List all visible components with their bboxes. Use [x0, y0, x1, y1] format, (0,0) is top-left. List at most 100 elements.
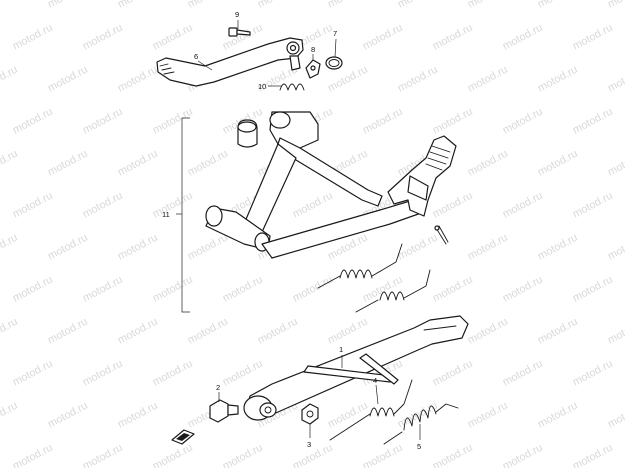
side-stand-spring-part-4[interactable] [329, 379, 413, 441]
watermark-text: motod.ru [46, 316, 90, 347]
leader-lines [197, 20, 421, 440]
nut-part-3[interactable] [301, 403, 319, 425]
callout-2: 2 [216, 383, 220, 392]
front-direction-arrow-icon [171, 429, 195, 445]
watermark-text: motod.ru [536, 64, 580, 95]
watermark-text: motod.ru [466, 0, 510, 11]
watermark-text: motod.ru [151, 22, 195, 53]
watermark-text: motod.ru [431, 106, 475, 137]
watermark-text: motod.ru [0, 400, 20, 431]
watermark-text: motod.ru [536, 316, 580, 347]
watermark-text: motod.ru [221, 442, 265, 468]
assembly-bracket-11 [176, 117, 190, 313]
stand-spring-upper[interactable] [317, 243, 403, 289]
watermark-text: motod.ru [571, 274, 615, 305]
watermark-text: motod.ru [0, 316, 20, 347]
watermark-text: motod.ru [256, 316, 300, 347]
callout-3: 3 [307, 440, 311, 449]
watermark-text: motod.ru [396, 400, 440, 431]
watermark-text: motod.ru [46, 148, 90, 179]
watermark-text: motod.ru [116, 400, 160, 431]
side-stand-part-1[interactable] [243, 315, 469, 421]
ring-part-7[interactable] [325, 56, 343, 70]
watermark-text: motod.ru [186, 148, 230, 179]
watermark-text: motod.ru [81, 22, 125, 53]
watermark-text: motod.ru [536, 148, 580, 179]
watermark-text: motod.ru [0, 0, 20, 11]
watermark-text: motod.ru [501, 190, 545, 221]
watermark-text: motod.ru [0, 232, 20, 263]
watermark-text: motod.ru [501, 22, 545, 53]
watermark-text: motod.ru [466, 64, 510, 95]
watermark-text: motod.ru [396, 232, 440, 263]
watermark-text: motod.ru [466, 232, 510, 263]
watermark-text: motod.ru [116, 148, 160, 179]
watermark-text: motod.ru [186, 232, 230, 263]
callout-4: 4 [373, 376, 377, 385]
watermark-text: motod.ru [81, 358, 125, 389]
watermark-text: motod.ru [151, 190, 195, 221]
watermark-text: motod.ru [291, 274, 335, 305]
watermark-text: motod.ru [291, 442, 335, 468]
spring-part-10[interactable] [279, 83, 305, 91]
watermark-text: motod.ru [606, 316, 625, 347]
callout-9: 9 [235, 10, 239, 19]
clip-part-8[interactable] [305, 59, 321, 79]
watermark-text: motod.ru [221, 274, 265, 305]
side-stand-spring-part-5[interactable] [383, 403, 459, 445]
cotter-pin[interactable] [434, 225, 449, 245]
callout-1: 1 [339, 345, 343, 354]
watermark-text: motod.ru [221, 358, 265, 389]
stand-spring-lower[interactable] [355, 269, 431, 313]
watermark-text: motod.ru [431, 442, 475, 468]
watermark-text: motod.ru [46, 64, 90, 95]
callout-8: 8 [311, 45, 315, 54]
watermark-text: motod.ru [116, 316, 160, 347]
watermark-text: motod.ru [606, 148, 625, 179]
watermark-text: motod.ru [116, 0, 160, 11]
watermark-text: motod.ru [361, 106, 405, 137]
watermark-text: motod.ru [396, 64, 440, 95]
watermark-text: motod.ru [81, 274, 125, 305]
callout-10: 10 [258, 82, 266, 91]
watermark-text: motod.ru [606, 0, 625, 11]
watermark-text: motod.ru [501, 442, 545, 468]
watermark-text: motod.ru [291, 190, 335, 221]
watermark-text: motod.ru [256, 0, 300, 11]
watermark-text: motod.ru [326, 316, 370, 347]
watermark-text: motod.ru [536, 0, 580, 11]
watermark-text: motod.ru [186, 0, 230, 11]
watermark-text: motod.ru [0, 64, 20, 95]
callout-7: 7 [333, 29, 337, 38]
main-stand-part-11[interactable] [205, 111, 457, 259]
watermark-text: motod.ru [466, 400, 510, 431]
watermark-text: motod.ru [501, 358, 545, 389]
watermark-text: motod.ru [116, 232, 160, 263]
watermark-text: motod.ru [536, 400, 580, 431]
watermark-text: motod.ru [0, 148, 20, 179]
watermark-text: motod.ru [361, 442, 405, 468]
callout-5: 5 [417, 442, 421, 451]
watermark-text: motod.ru [431, 358, 475, 389]
bolt-part-9[interactable] [228, 27, 251, 37]
watermark-text: motod.ru [326, 0, 370, 11]
watermark-text: motod.ru [11, 106, 55, 137]
callout-labels: 1 2 3 4 5 6 7 8 9 10 11 [162, 10, 421, 451]
watermark-text: motod.ru [431, 274, 475, 305]
watermark-text: motod.ru [466, 148, 510, 179]
watermark-text: motod.ru [151, 358, 195, 389]
pivot-bolt-part-2[interactable] [209, 399, 239, 423]
watermark-text: motod.ru [501, 106, 545, 137]
pedal-arm-part-6[interactable] [156, 37, 304, 87]
watermark-text: motod.ru [606, 232, 625, 263]
watermark-text: motod.ru [361, 22, 405, 53]
watermark-text: motod.ru [501, 274, 545, 305]
watermark-text: motod.ru [606, 64, 625, 95]
watermark-text: motod.ru [326, 400, 370, 431]
watermark-text: motod.ru [571, 106, 615, 137]
watermark-text: motod.ru [361, 274, 405, 305]
watermark-text: motod.ru [116, 64, 160, 95]
watermark-text: motod.ru [571, 22, 615, 53]
watermark-text: motod.ru [151, 274, 195, 305]
watermark-text: motod.ru [11, 358, 55, 389]
